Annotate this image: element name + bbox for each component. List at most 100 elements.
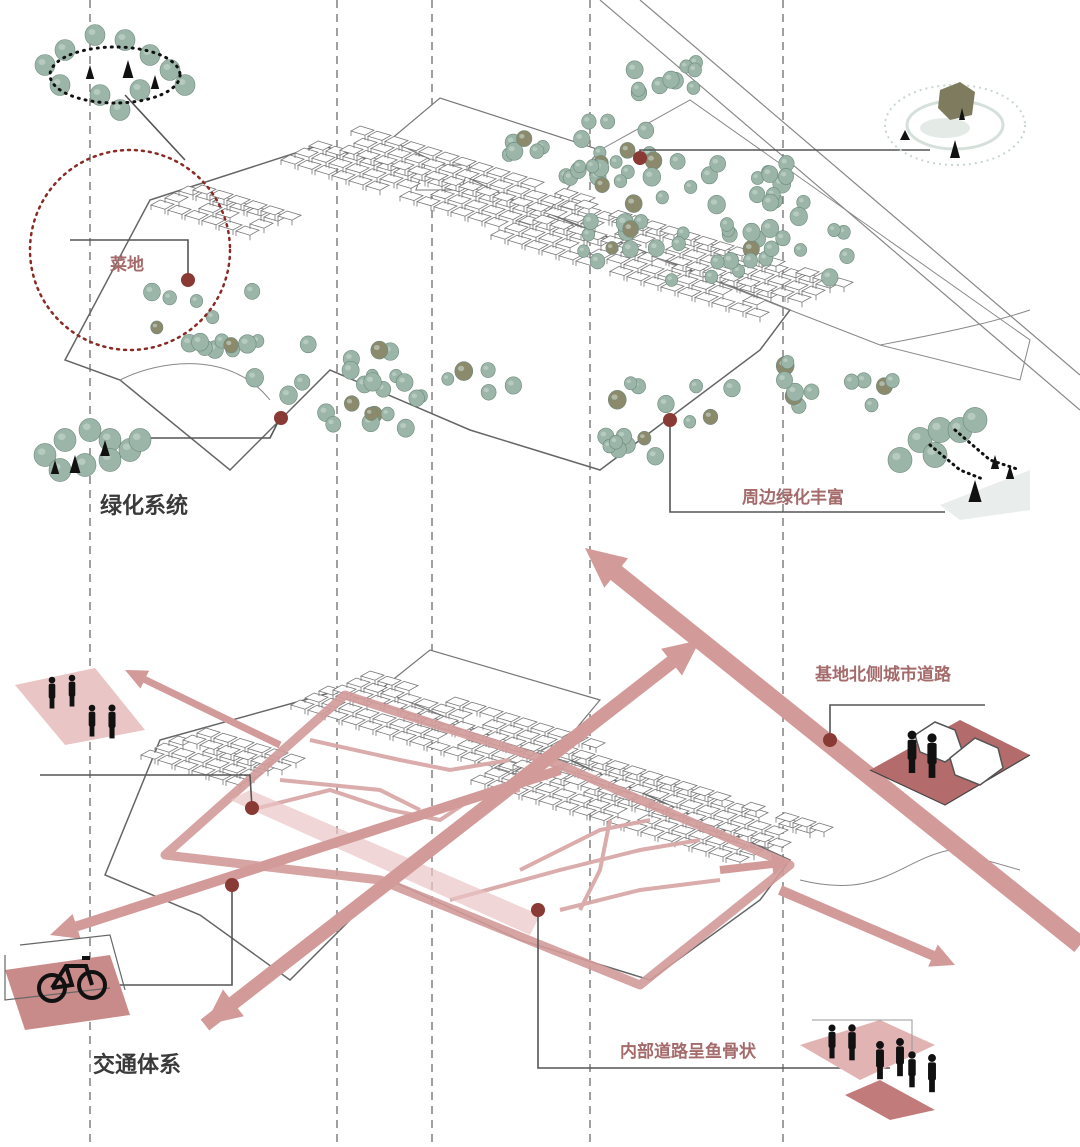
tree-highlight bbox=[584, 117, 590, 122]
tree-icon bbox=[723, 379, 741, 398]
house bbox=[554, 238, 581, 249]
tree-icon bbox=[644, 151, 663, 170]
person-silhouette-icon bbox=[1005, 465, 1015, 479]
tree-highlight bbox=[707, 272, 712, 277]
house bbox=[642, 276, 669, 287]
tree-highlight bbox=[640, 434, 645, 439]
green-system-plan bbox=[28, 0, 1080, 520]
tree-highlight bbox=[686, 183, 691, 188]
tree-icon bbox=[441, 372, 455, 386]
tree-highlight bbox=[674, 239, 680, 244]
tree-highlight bbox=[118, 34, 126, 40]
tree-highlight bbox=[789, 387, 796, 393]
tree-highlight bbox=[345, 365, 352, 371]
tree-icon bbox=[657, 394, 675, 413]
tree-highlight bbox=[579, 247, 584, 252]
house bbox=[310, 152, 337, 163]
person-silhouette-icon bbox=[848, 1024, 856, 1032]
tree-icon bbox=[647, 239, 665, 257]
vignette-pedestrians-plaza bbox=[800, 1019, 936, 1120]
tree-highlight bbox=[636, 217, 642, 222]
tree-highlight bbox=[605, 442, 610, 447]
house bbox=[398, 190, 425, 202]
person-silhouette-icon bbox=[122, 60, 134, 78]
house bbox=[551, 788, 578, 799]
tree-icon bbox=[341, 360, 360, 380]
tree-icon bbox=[619, 142, 636, 159]
house bbox=[200, 215, 227, 226]
tree-highlight bbox=[53, 79, 61, 85]
house bbox=[463, 199, 490, 210]
house bbox=[729, 814, 756, 826]
person-silhouette-icon bbox=[88, 704, 96, 712]
house bbox=[639, 826, 666, 837]
tree-icon bbox=[776, 371, 793, 389]
tree-icon bbox=[129, 79, 151, 101]
tree-highlight bbox=[806, 387, 812, 392]
house bbox=[280, 753, 307, 764]
tree-highlight bbox=[565, 173, 571, 178]
tree-highlight bbox=[508, 146, 515, 152]
marker-dot bbox=[245, 801, 259, 815]
house bbox=[221, 763, 248, 774]
house bbox=[653, 819, 680, 830]
house bbox=[681, 249, 708, 260]
house bbox=[459, 751, 486, 762]
callout-north-city-road: 基地北侧城市道路 bbox=[815, 665, 951, 685]
tree-icon bbox=[704, 269, 719, 284]
house bbox=[340, 715, 367, 726]
person-silhouette-icon bbox=[68, 681, 76, 697]
tree-icon bbox=[687, 62, 702, 78]
section-title-green-system: 绿化系统 bbox=[100, 493, 189, 519]
tree-highlight bbox=[208, 313, 213, 318]
tree-highlight bbox=[38, 59, 46, 65]
marker-dot bbox=[181, 273, 195, 287]
person-silhouette-icon bbox=[89, 724, 95, 737]
house bbox=[466, 211, 493, 222]
tree-highlight bbox=[616, 177, 621, 182]
tree-highlight bbox=[400, 423, 407, 429]
house bbox=[800, 285, 827, 296]
tree-highlight bbox=[752, 189, 758, 195]
house bbox=[741, 295, 768, 306]
house bbox=[786, 292, 813, 303]
house bbox=[344, 163, 371, 174]
tree-highlight bbox=[646, 171, 653, 177]
tree-icon bbox=[702, 408, 719, 425]
tree-highlight bbox=[625, 244, 631, 250]
tree-highlight bbox=[82, 423, 91, 431]
tree-highlight bbox=[508, 380, 514, 386]
tree-highlight bbox=[682, 62, 687, 67]
house bbox=[506, 234, 533, 245]
tree-icon bbox=[780, 355, 795, 370]
house bbox=[170, 747, 197, 758]
tree-highlight bbox=[665, 74, 672, 80]
tree-icon bbox=[600, 113, 616, 130]
tree-highlight bbox=[588, 162, 593, 167]
tree-highlight bbox=[576, 134, 583, 140]
tree-highlight bbox=[689, 83, 694, 88]
tree-highlight bbox=[58, 44, 66, 50]
tree-icon bbox=[573, 130, 591, 148]
vignette-walkway bbox=[887, 407, 1030, 520]
person-silhouette-icon bbox=[829, 1045, 835, 1059]
house bbox=[429, 189, 456, 200]
house bbox=[588, 810, 615, 822]
tree-highlight bbox=[57, 433, 66, 441]
tree-highlight bbox=[241, 338, 248, 344]
tree-highlight bbox=[781, 158, 787, 164]
tree-highlight bbox=[328, 419, 334, 425]
tree-highlight bbox=[152, 323, 158, 328]
person-silhouette-icon bbox=[909, 1073, 915, 1088]
tree-icon bbox=[582, 213, 599, 230]
tree-icon bbox=[238, 334, 257, 354]
tree-icon bbox=[139, 44, 161, 66]
house bbox=[296, 159, 323, 170]
house bbox=[727, 302, 754, 313]
vignette-parking bbox=[869, 720, 1031, 806]
rock-icon bbox=[938, 82, 975, 120]
house bbox=[523, 239, 550, 251]
person-silhouette-icon bbox=[68, 674, 76, 682]
tree-icon bbox=[589, 253, 606, 270]
tree-highlight bbox=[383, 410, 388, 415]
